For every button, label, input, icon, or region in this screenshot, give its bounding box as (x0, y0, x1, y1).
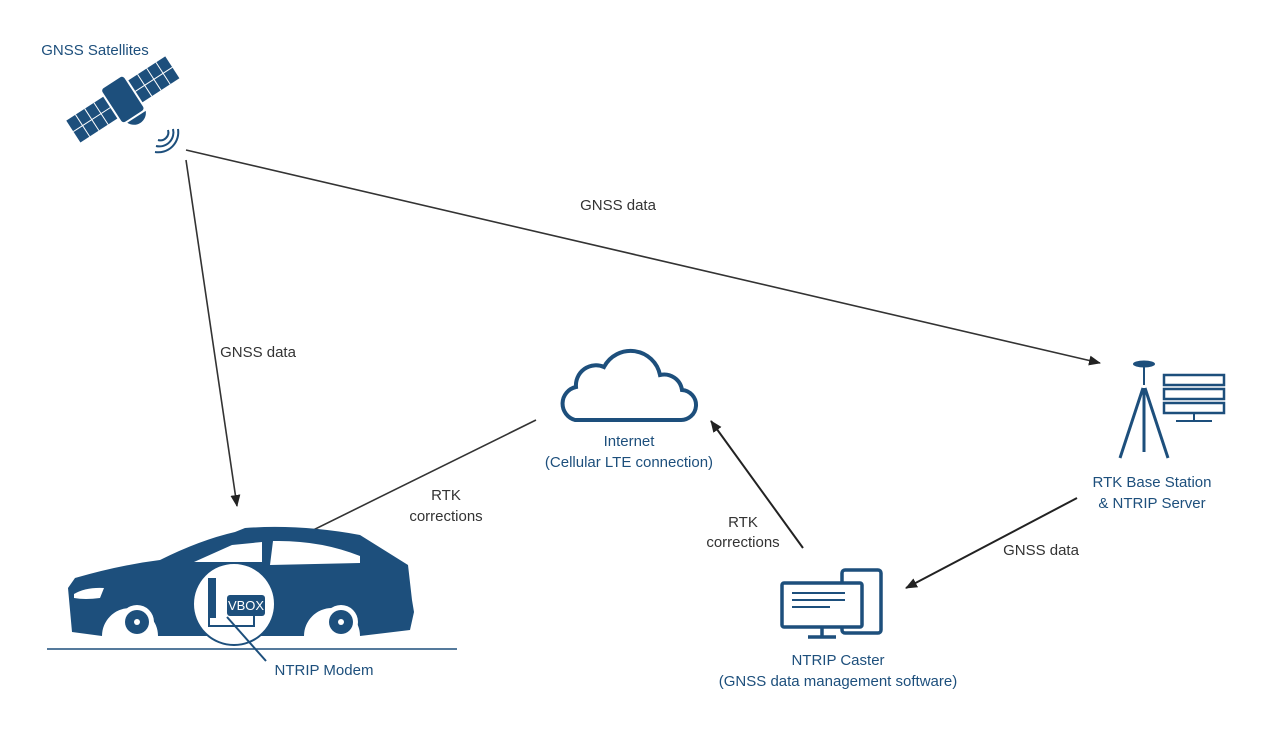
base-station-sublabel: & NTRIP Server (1098, 495, 1205, 512)
edge-label-sat-to-car: GNSS data (220, 344, 297, 361)
arrow-sat-to-car (185, 159, 241, 507)
satellite-icon (66, 56, 180, 154)
satellites-label: GNSS Satellites (41, 42, 149, 59)
arrow-base-to-caster (905, 497, 1078, 589)
edge-label-sat-to-base: GNSS data (580, 197, 657, 214)
edge-label-internet-to-car-2: corrections (409, 508, 482, 525)
arrow-sat-to-base (185, 149, 1101, 366)
edge-label-caster-to-internet-2: corrections (706, 534, 779, 551)
vbox-label: VBOX (228, 598, 264, 613)
base-station-label: RTK Base Station (1093, 474, 1212, 491)
internet-label: Internet (604, 433, 656, 450)
computer-icon (780, 568, 883, 639)
cloud-icon (560, 348, 699, 423)
edge-label-base-to-caster: GNSS data (1003, 542, 1080, 559)
internet-sublabel: (Cellular LTE connection) (545, 454, 713, 471)
modem-label: NTRIP Modem (275, 662, 374, 679)
caster-sublabel: (GNSS data management software) (719, 673, 957, 690)
arrow-caster-to-internet (710, 420, 804, 549)
car-icon (68, 526, 414, 662)
edge-label-internet-to-car: RTK (431, 487, 461, 504)
tripod-server-icon (1118, 360, 1226, 459)
caster-label: NTRIP Caster (791, 652, 884, 669)
edge-label-caster-to-internet: RTK (728, 514, 758, 531)
